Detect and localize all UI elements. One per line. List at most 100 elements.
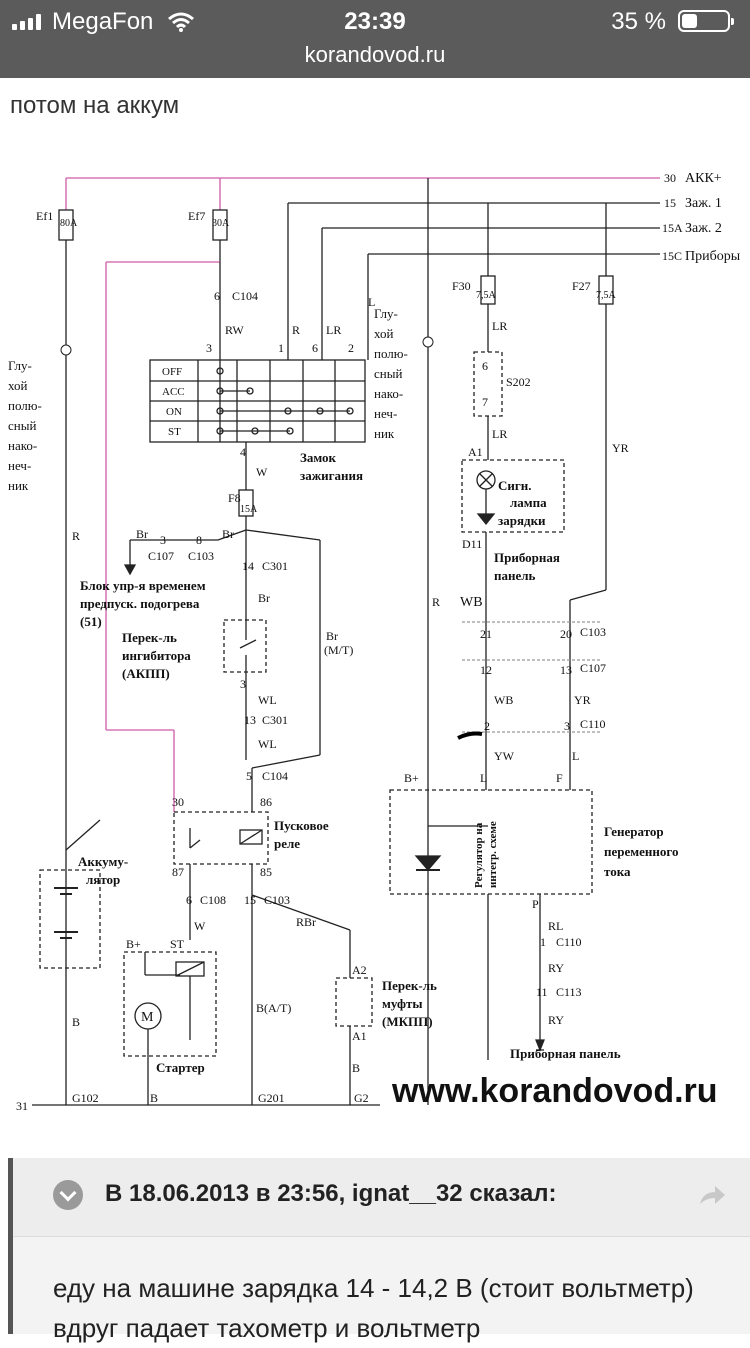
chevron-down-icon[interactable] xyxy=(53,1180,83,1210)
rail-label: 15 xyxy=(664,196,676,210)
wire-label: RL xyxy=(548,919,563,933)
wire-label: LR xyxy=(492,319,507,333)
pin-label: 2 xyxy=(484,719,490,733)
component-label: муфты xyxy=(382,996,423,1011)
site-watermark: www.korandovod.ru xyxy=(391,1072,718,1110)
connector-label: C104 xyxy=(232,289,258,303)
wiring-diagram: 30 АКК+ 15 Заж. 1 15А Заж. 2 15С Приборы… xyxy=(8,171,741,1113)
quote-block: В 18.06.2013 в 23:56, ignat__32 сказал: … xyxy=(8,1158,750,1343)
wifi-icon xyxy=(168,12,194,32)
wire-label: F xyxy=(556,771,563,785)
wire-label: Br xyxy=(326,629,338,643)
connector-label: C110 xyxy=(580,717,606,731)
component-label: зарядки xyxy=(498,513,546,528)
fuse-rating: 30A xyxy=(212,218,230,229)
pin-label: 86 xyxy=(260,795,272,809)
wire-label: Br xyxy=(136,527,148,541)
quote-header[interactable]: В 18.06.2013 в 23:56, ignat__32 сказал: xyxy=(13,1158,750,1237)
wire-label: W xyxy=(256,465,268,479)
pin-label: 5 xyxy=(246,769,252,783)
component-label: Замок xyxy=(300,450,337,465)
pin-label: 1 xyxy=(540,935,546,949)
wire-label: ST xyxy=(170,937,185,951)
pin-label: 13 xyxy=(244,713,256,727)
component-label: Глу- xyxy=(374,306,398,321)
pin-label: A1 xyxy=(352,1029,367,1043)
connector-label: C103 xyxy=(264,893,290,907)
fuse-label: F8 xyxy=(228,491,241,505)
connector-label: C103 xyxy=(580,625,606,639)
wire-label: RY xyxy=(548,1013,564,1027)
component-label: (51) xyxy=(80,614,102,629)
pin-label: 13 xyxy=(560,663,572,677)
rail-label: 15А xyxy=(662,221,683,235)
wire-label: L xyxy=(572,749,579,763)
wire-label: L xyxy=(368,295,375,309)
connector-label: G201 xyxy=(258,1091,285,1105)
wire-label: Br xyxy=(222,527,234,541)
switch-position-label: ACC xyxy=(162,386,185,398)
fuse-rating: 7,5A xyxy=(476,290,497,301)
component-label: ингибитора xyxy=(122,648,191,663)
wire-label: YR xyxy=(612,441,629,455)
connector-label: C110 xyxy=(556,935,582,949)
quote-body: еду на машине зарядка 14 - 14,2 В (стоит… xyxy=(53,1273,694,1343)
pin-label: D11 xyxy=(462,537,482,551)
connector-label: G2 xyxy=(354,1091,369,1105)
pin-label: 4 xyxy=(240,445,246,459)
component-label: Регулятор на xyxy=(473,822,485,888)
connector-label: G102 xyxy=(72,1091,99,1105)
component-label: Приборная xyxy=(494,550,560,565)
wire-label: LR xyxy=(326,323,341,337)
motor-label: M xyxy=(141,1010,154,1025)
wire-label: R xyxy=(292,323,300,337)
component-labels: Глу- хой полю- сный нако- неч- ник Глу- … xyxy=(8,306,678,1075)
switch-position-label: OFF xyxy=(162,366,182,378)
wire-label: L xyxy=(480,771,487,785)
connector-label: C107 xyxy=(148,549,174,563)
component-label: Аккуму- xyxy=(78,854,128,869)
pin-label: 14 xyxy=(242,559,254,573)
clock: 23:39 xyxy=(344,8,406,35)
wire-label: R xyxy=(72,529,80,543)
wire-label: RY xyxy=(548,961,564,975)
pin-label: 3 xyxy=(240,677,246,691)
pin-label: A2 xyxy=(352,963,367,977)
fuse-rating: 15A xyxy=(240,504,258,515)
pin-label: 11 xyxy=(536,985,548,999)
pin-label: 6 xyxy=(186,893,192,907)
pin-label: A1 xyxy=(468,445,483,459)
pin-label: 1 xyxy=(278,341,284,355)
wire-label: B xyxy=(150,1091,158,1105)
pin-label: 85 xyxy=(260,865,272,879)
share-icon[interactable] xyxy=(697,1180,727,1210)
address-bar[interactable]: korandovod.ru xyxy=(304,42,446,67)
component-label: Генератор xyxy=(604,824,664,839)
pin-label: 8 xyxy=(196,533,202,547)
rail-label: 30 xyxy=(664,171,676,185)
pin-label: 6 xyxy=(482,359,488,373)
connector-label: C301 xyxy=(262,559,288,573)
switch-position-label: ON xyxy=(166,406,182,418)
pin-label: 3 xyxy=(206,341,212,355)
status-bar: MegaFon 23:39 35 % korandovod.ru xyxy=(0,0,750,78)
fuse-label: F27 xyxy=(572,279,591,293)
carrier-name: MegaFon xyxy=(52,8,154,35)
component-label: зажигания xyxy=(300,468,363,483)
connector-label: C301 xyxy=(262,713,288,727)
component-label: лампа xyxy=(510,495,547,510)
component-label: неч- xyxy=(374,406,397,421)
wire-label: YW xyxy=(494,749,515,763)
pin-label: 7 xyxy=(482,395,488,409)
component-label: Блок упр-я временем xyxy=(80,578,206,593)
connector-label: C107 xyxy=(580,661,606,675)
component-label: переменного xyxy=(604,844,678,859)
component-label: Перек-ль xyxy=(382,978,437,993)
component-label: сный xyxy=(8,418,36,433)
pin-label: 3 xyxy=(564,719,570,733)
component-label: нако- xyxy=(374,386,403,401)
component-label: лятор xyxy=(86,872,120,887)
component-label: Перек-ль xyxy=(122,630,177,645)
switch-position-label: ST xyxy=(168,426,181,438)
pin-label: 12 xyxy=(480,663,492,677)
